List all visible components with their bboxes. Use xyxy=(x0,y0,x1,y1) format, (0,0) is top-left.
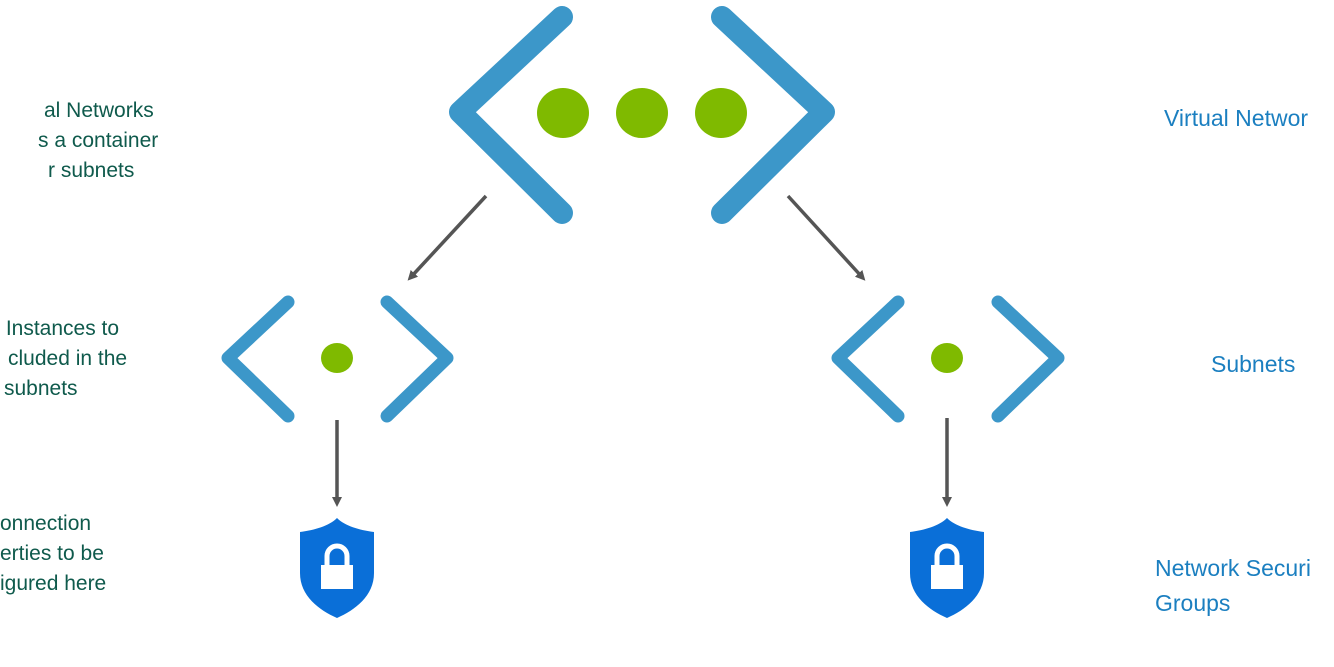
subnet-icon xyxy=(221,295,454,423)
note-line: r subnets xyxy=(48,159,135,182)
note-line: cluded in the xyxy=(8,347,128,370)
note-line: igured here xyxy=(0,572,107,595)
subnet-icon xyxy=(831,295,1065,423)
label-subnets: Subnets xyxy=(1211,351,1296,377)
note-line: Instances to xyxy=(0,317,120,340)
network-security-group-shield-icon xyxy=(910,518,984,618)
note-line: s a container xyxy=(38,129,159,152)
label-virtual-network: Virtual Networ xyxy=(1164,105,1309,131)
note-subnets: Instances to cluded in the subnets xyxy=(0,314,127,404)
note-line: al Networks xyxy=(44,99,154,122)
note-nsg: onnection erties to be igured here xyxy=(0,509,106,599)
note-line: onnection xyxy=(0,512,92,535)
virtual-network-icon xyxy=(449,6,835,224)
note-line: erties to be xyxy=(0,542,104,565)
arrow-vnet-to-subnet-left xyxy=(407,194,488,281)
note-virtual-networks: al Networks s a container r subnets xyxy=(0,96,158,186)
network-security-group-shield-icon xyxy=(300,518,374,618)
label-nsg-line1: Network Securi xyxy=(1155,555,1311,581)
arrow-vnet-to-subnet-right xyxy=(786,194,866,281)
label-nsg-line2: Groups xyxy=(1155,590,1231,616)
note-line: subnets xyxy=(4,377,78,400)
